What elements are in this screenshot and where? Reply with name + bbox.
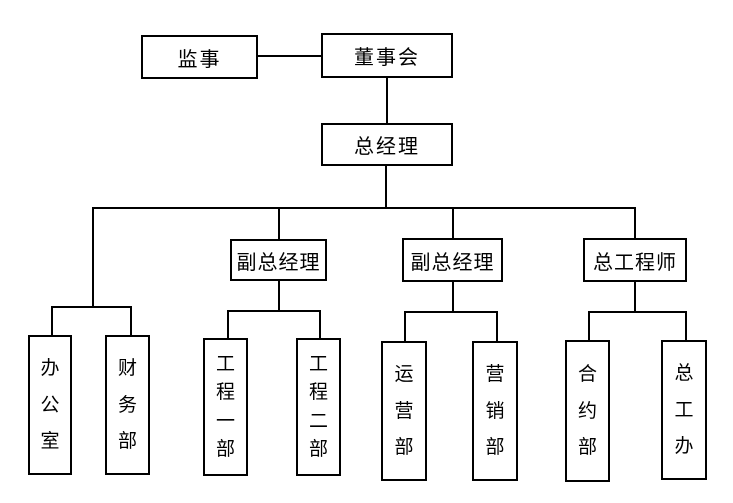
connector-main-distribution-line — [92, 207, 636, 209]
connector-gm-to-main-line — [385, 166, 387, 209]
connector-drop-operations — [404, 311, 406, 341]
node-deputy-general-manager-2: 副总经理 — [402, 238, 503, 282]
connector-drop-contract — [588, 311, 590, 340]
node-chief-engineer: 总工程师 — [583, 238, 687, 282]
connector-main-to-deputy-2 — [452, 207, 454, 238]
connector-main-to-chief-engineer — [634, 207, 636, 238]
node-supervisor: 监事 — [141, 35, 258, 79]
node-operations-dept: 运营部 — [381, 341, 427, 481]
connector-drop-engineering-2 — [319, 310, 321, 338]
node-contract-dept: 合约部 — [565, 340, 610, 482]
connector-drop-marketing — [496, 311, 498, 341]
connector-engineering-group-line — [227, 310, 321, 312]
node-engineering-dept-1: 工程一部 — [203, 338, 248, 476]
connector-chief-to-group-line — [634, 282, 636, 313]
connector-main-to-left-group — [92, 207, 94, 308]
node-engineering-dept-2: 工程二部 — [296, 338, 341, 476]
node-marketing-dept: 营销部 — [472, 341, 518, 481]
connector-supervisor-board — [257, 55, 322, 57]
connector-drop-engineering-1 — [227, 310, 229, 338]
connector-drop-office — [51, 306, 53, 335]
connector-operations-group-line — [404, 311, 498, 313]
connector-left-group-line — [51, 306, 132, 308]
connector-deputy-2-to-group-line — [452, 282, 454, 313]
node-general-manager: 总经理 — [321, 123, 453, 166]
connector-deputy-1-to-group-line — [278, 281, 280, 312]
node-finance-dept: 财务部 — [105, 335, 150, 475]
node-deputy-general-manager-1: 副总经理 — [230, 239, 327, 281]
connector-drop-chief-office — [685, 311, 687, 340]
node-office: 办公室 — [28, 335, 72, 475]
connector-board-to-gm — [386, 78, 388, 123]
node-chief-engineer-office: 总工办 — [661, 340, 707, 480]
node-board-of-directors: 董事会 — [321, 33, 453, 78]
connector-drop-finance — [130, 306, 132, 335]
connector-main-to-deputy-1 — [278, 207, 280, 239]
connector-chief-engineer-group-line — [588, 311, 687, 313]
